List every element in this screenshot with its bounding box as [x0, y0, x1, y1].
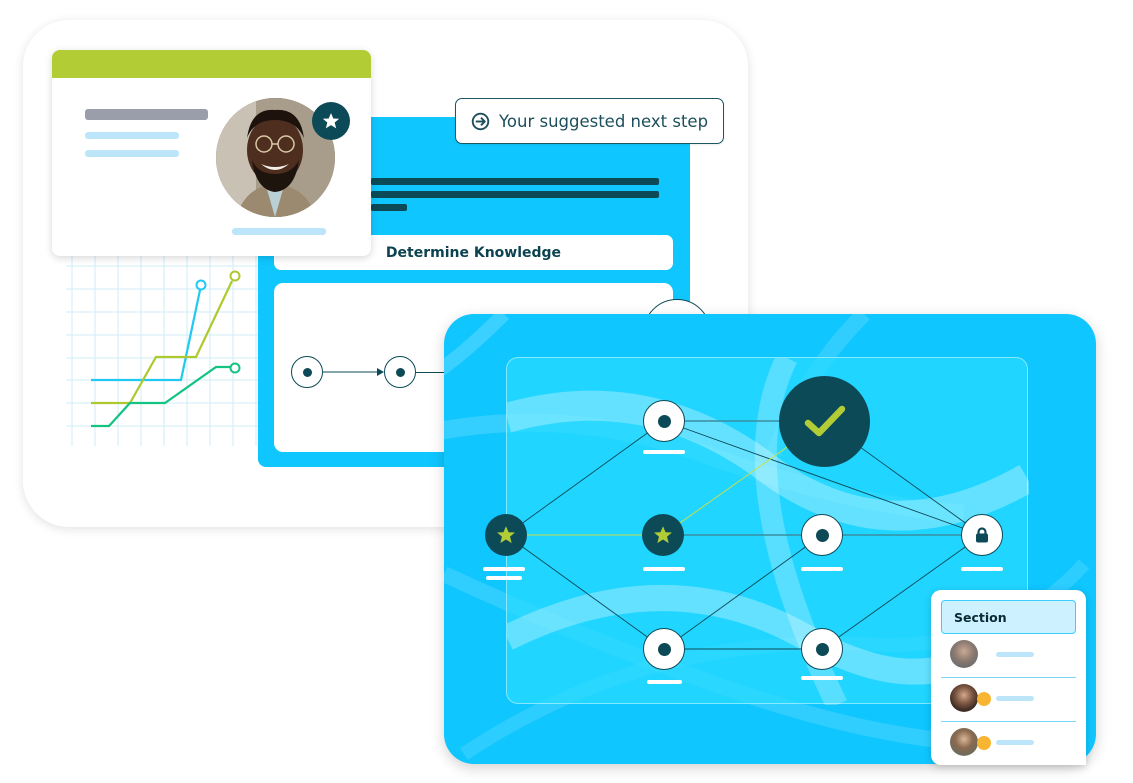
network-node-completed[interactable] [779, 376, 870, 467]
chart-line-green [91, 365, 230, 428]
dot-icon [657, 642, 671, 656]
dot-icon [657, 414, 671, 428]
member-name-placeholder [996, 652, 1034, 657]
flow-node[interactable] [384, 356, 416, 388]
detail-placeholder [85, 150, 179, 157]
chart-line-lime [91, 280, 233, 405]
detail-placeholder [85, 132, 179, 139]
network-node-locked[interactable] [961, 514, 1003, 556]
flow-node[interactable] [291, 356, 323, 388]
flow-arrow [323, 368, 384, 376]
text-placeholder-line [371, 178, 659, 185]
member-avatar [950, 684, 978, 712]
flow-connector [416, 372, 456, 373]
text-placeholder-line [371, 204, 407, 211]
member-avatar [950, 728, 978, 756]
dot-icon [815, 642, 829, 656]
lock-icon [976, 527, 988, 543]
arrow-right-circle-icon [471, 112, 490, 130]
node-label-placeholder [486, 576, 522, 580]
star-icon [322, 113, 340, 129]
smile-emoji-icon [977, 692, 991, 706]
member-row[interactable] [941, 721, 1076, 765]
star-icon [497, 526, 515, 544]
text-placeholder-line [371, 191, 659, 198]
network-node-starred[interactable] [642, 514, 684, 556]
section-title: Section [954, 609, 1007, 625]
check-icon [804, 405, 845, 436]
node-label-placeholder [801, 567, 843, 571]
suggested-next-step-button[interactable]: Your suggested next step [455, 98, 724, 144]
network-node[interactable] [801, 628, 843, 670]
section-card: Section [931, 590, 1086, 765]
node-label-placeholder [643, 567, 685, 571]
section-header[interactable]: Section [941, 600, 1076, 634]
node-label-placeholder [483, 567, 525, 571]
network-node-start[interactable] [485, 514, 527, 556]
node-label-placeholder [647, 680, 682, 684]
member-row[interactable] [941, 634, 1076, 678]
dot-icon [815, 528, 829, 542]
smile-emoji-icon [977, 736, 991, 750]
network-node[interactable] [801, 514, 843, 556]
caption-placeholder [232, 228, 326, 235]
member-name-placeholder [996, 696, 1034, 701]
name-placeholder [85, 109, 208, 120]
favorite-badge[interactable] [312, 102, 350, 140]
member-row[interactable] [941, 677, 1076, 721]
node-label-placeholder [801, 676, 843, 680]
member-avatar [950, 640, 978, 668]
suggested-next-step-label: Your suggested next step [499, 111, 709, 131]
network-node[interactable] [643, 400, 685, 442]
star-icon [654, 526, 672, 544]
progress-line-chart [66, 256, 262, 446]
member-name-placeholder [996, 740, 1034, 745]
node-label-placeholder [961, 567, 1003, 571]
determine-knowledge-label: Determine Knowledge [385, 244, 562, 261]
profile-card-header [52, 50, 371, 78]
node-label-placeholder [643, 450, 685, 454]
chart-line-cyan [91, 289, 202, 382]
network-node[interactable] [643, 628, 685, 670]
